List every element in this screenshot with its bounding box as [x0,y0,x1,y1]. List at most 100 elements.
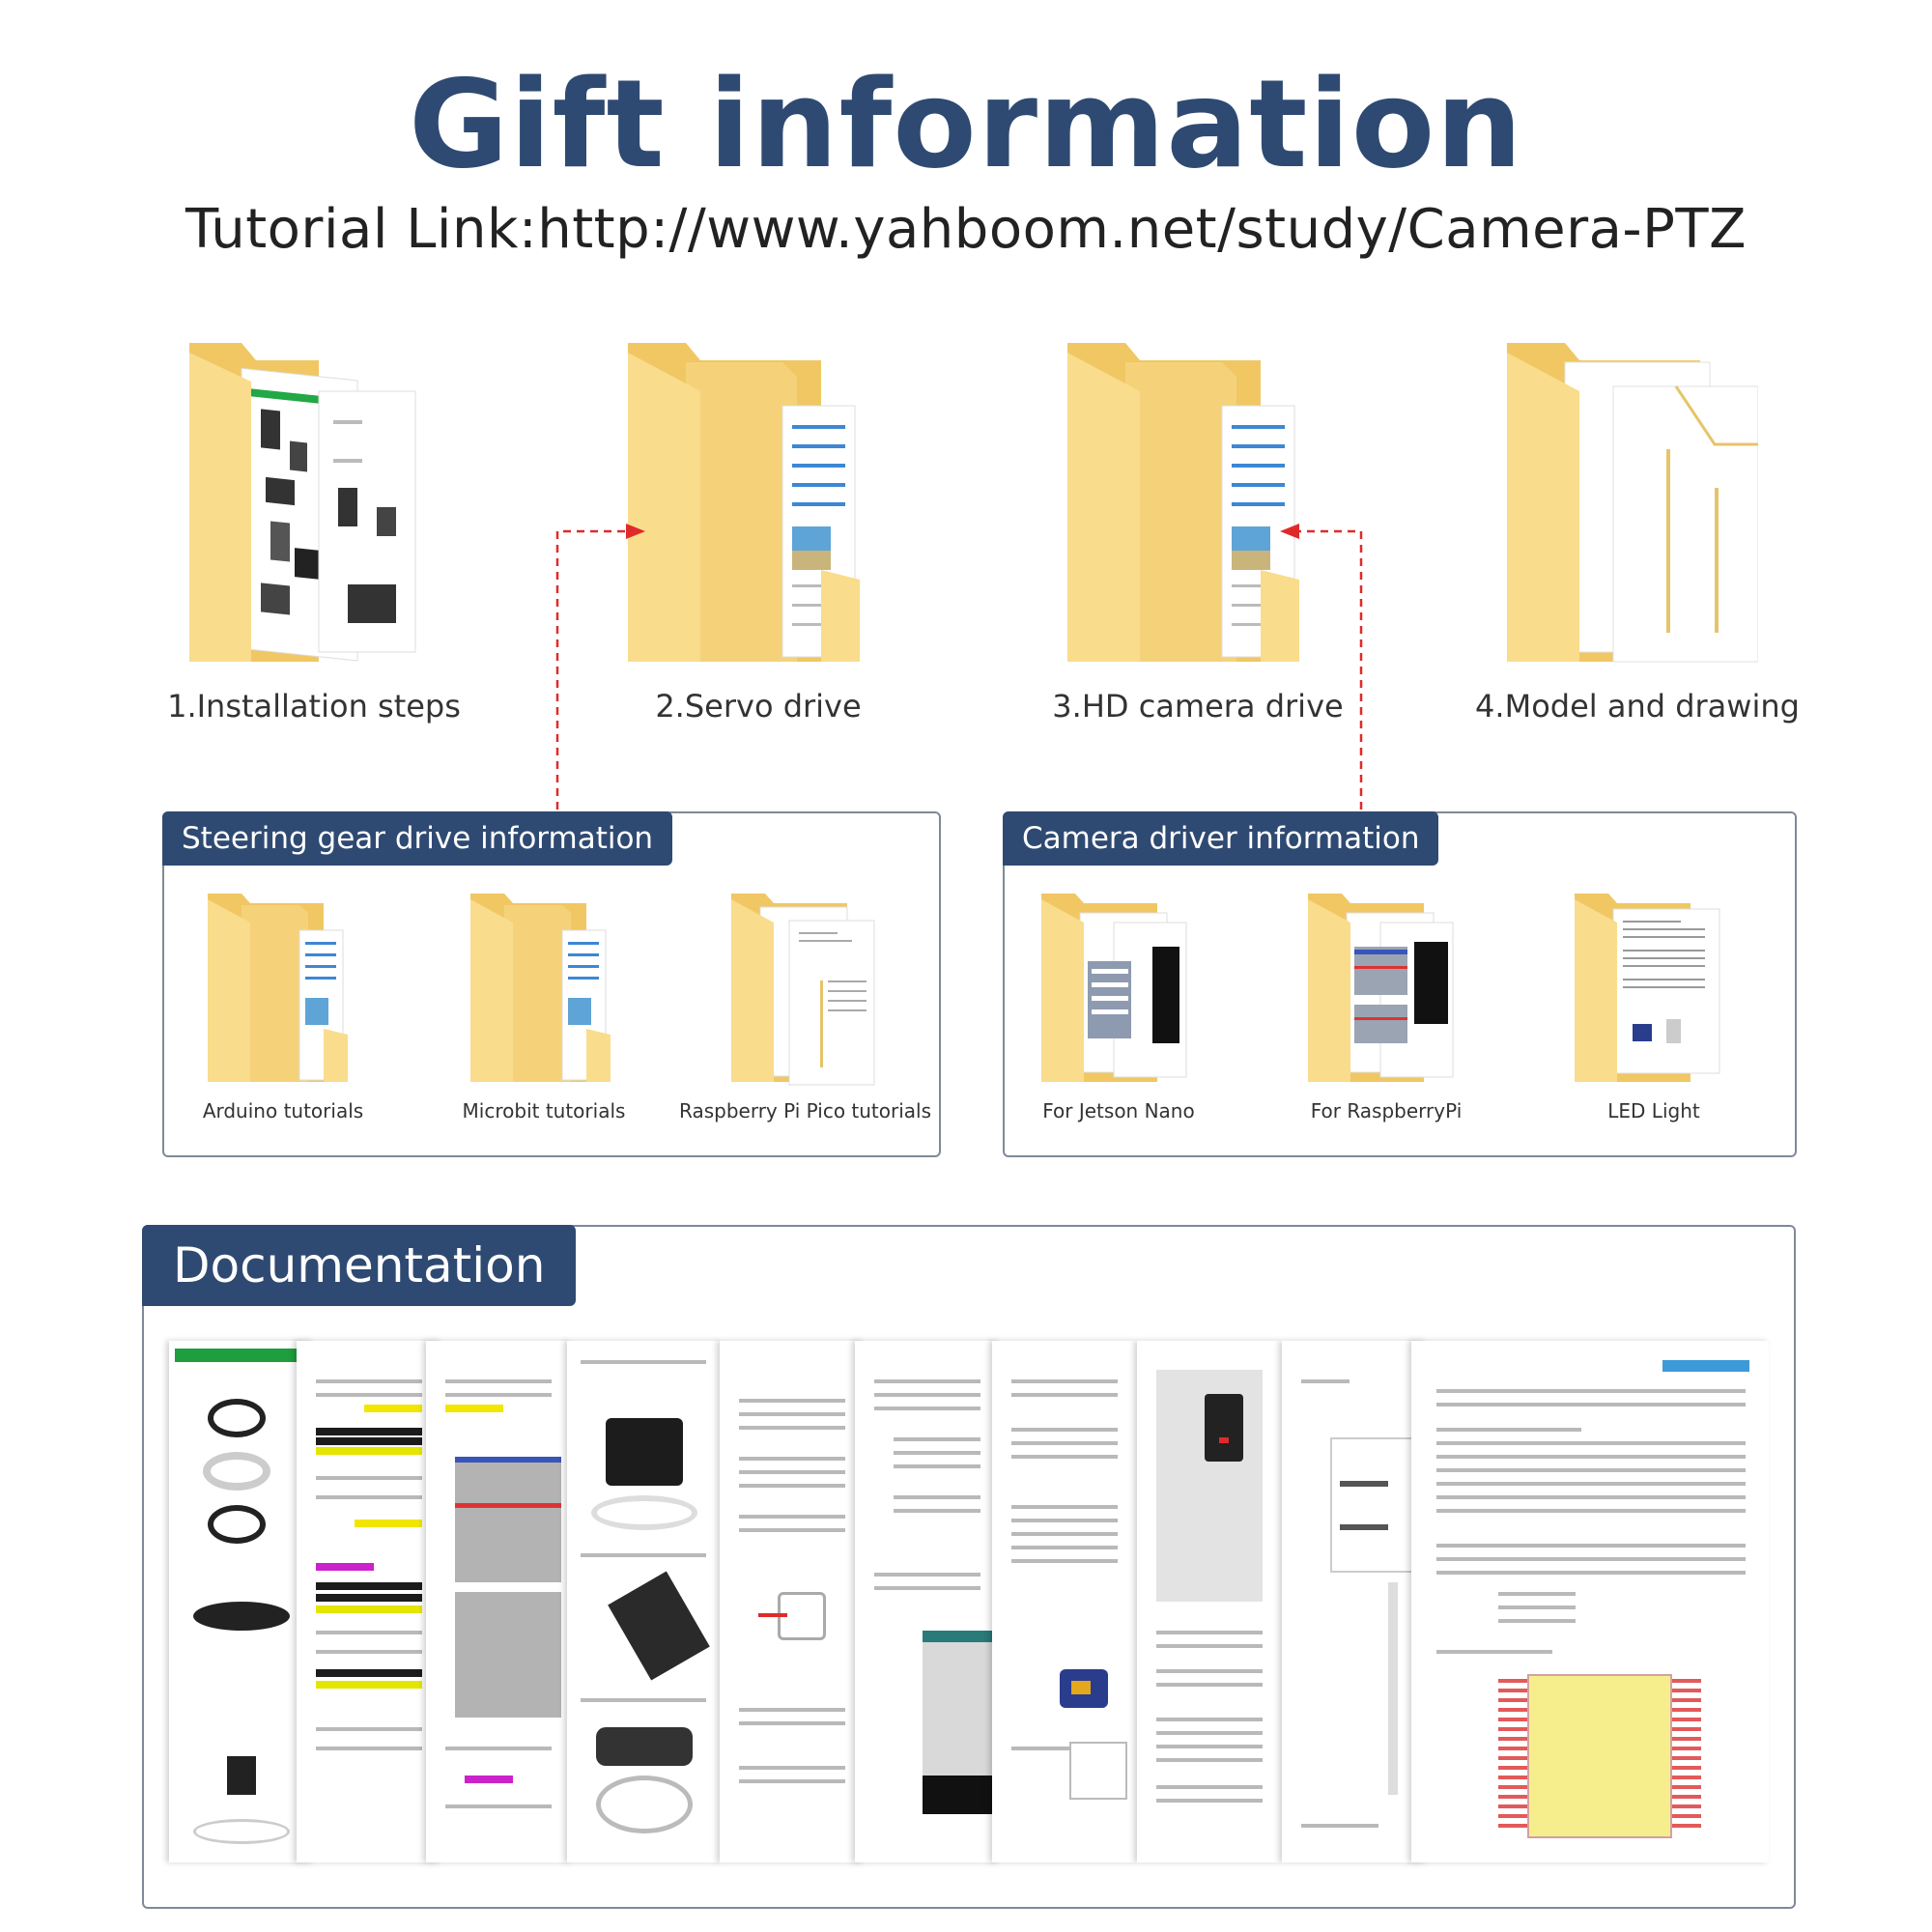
text-line [739,1399,845,1403]
text-line [1498,1605,1576,1609]
folder-with-document-icon [1067,343,1299,662]
text-line [739,1779,845,1783]
text-line [1436,1650,1552,1654]
folder-raspberry-pi-pico-tutorials[interactable] [731,894,876,1087]
text-line [1011,1747,1069,1750]
text-line [316,1393,422,1397]
tutorial-link[interactable]: Tutorial Link:http://www.yahboom.net/stu… [185,198,1747,261]
part-image [203,1452,270,1491]
part-image [193,1602,290,1631]
text-line [445,1405,503,1412]
text-line [316,1428,422,1435]
text-line [874,1586,980,1590]
text-line [316,1605,422,1613]
text-line [1436,1455,1746,1459]
text-line [874,1573,980,1577]
folder-label: 1.Installation steps [167,688,461,724]
pinout-diagram [1527,1674,1672,1838]
arrow-steering-to-servo [555,529,626,810]
text-line [739,1528,845,1532]
table-image [1069,1742,1127,1800]
text-line [894,1509,980,1513]
document-page[interactable] [1137,1341,1282,1862]
text-line [1011,1505,1118,1509]
text-line [739,1426,845,1430]
folder-with-screenshots-icon [1041,894,1187,1082]
folder-installation-steps[interactable] [184,343,435,671]
document-page[interactable] [1411,1341,1769,1862]
text-line [1156,1718,1263,1721]
folder-for-raspberrypi[interactable] [1308,894,1463,1087]
folder-model-and-drawing[interactable] [1507,343,1758,671]
part-image [208,1399,266,1437]
text-line [316,1476,422,1480]
text-line [1011,1393,1118,1397]
part-image [596,1776,693,1833]
text-line [1436,1403,1746,1406]
text-line [1011,1519,1118,1522]
text-line [465,1776,513,1783]
text-line [1436,1557,1746,1561]
document-page[interactable] [297,1341,441,1862]
text-line [1011,1455,1118,1459]
document-page[interactable] [720,1341,865,1862]
page-title: Gift information [409,53,1523,195]
text-line [1436,1482,1746,1486]
document-page[interactable] [1282,1341,1427,1862]
text-line [355,1520,422,1527]
folder-with-blank-pages-icon [1507,343,1758,663]
folder-led-light[interactable] [1575,894,1729,1087]
text-line [1436,1468,1746,1472]
folder-with-images-icon [189,343,416,662]
screenshot-image [455,1592,561,1718]
folder-with-document-icon [470,894,611,1082]
text-line [1156,1669,1263,1673]
text-line [739,1484,845,1488]
page-header-bar [175,1349,314,1362]
text-line [581,1698,706,1702]
text-line [739,1457,845,1461]
folder-for-jetson-nano[interactable] [1041,894,1196,1087]
text-line [316,1631,422,1634]
text-line [1011,1559,1118,1563]
folder-arduino-tutorials[interactable] [208,894,353,1087]
text-line [894,1495,980,1499]
text-line [316,1495,422,1499]
document-page[interactable] [567,1341,722,1862]
text-line [1011,1532,1118,1536]
text-line [445,1804,552,1808]
folder-label: 4.Model and drawing [1475,688,1800,724]
document-page[interactable] [426,1341,571,1862]
folder-microbit-tutorials[interactable] [470,894,615,1087]
text-line [1156,1683,1263,1687]
text-line [1436,1495,1746,1499]
documentation-panel: Documentation [142,1225,1796,1909]
text-line [1301,1824,1378,1828]
folder-with-pages-icon [1575,894,1720,1082]
document-page[interactable] [855,1341,1000,1862]
text-line [739,1412,845,1416]
folder-servo-drive[interactable] [628,343,879,671]
document-page[interactable] [992,1341,1137,1862]
text-line [316,1747,422,1750]
folder-label: 3.HD camera drive [1052,688,1344,724]
part-image [608,1571,710,1681]
text-line [894,1437,980,1441]
part-image [227,1756,256,1795]
text-line [1436,1571,1746,1575]
text-line [1011,1441,1118,1445]
document-page[interactable] [169,1341,314,1862]
text-line [1301,1379,1350,1383]
text-line [1156,1745,1263,1748]
folder-hd-camera-drive[interactable] [1067,343,1319,671]
text-line [874,1406,980,1410]
text-line [739,1766,845,1770]
text-line [1156,1631,1263,1634]
text-line [581,1553,706,1557]
folder-label: Arduino tutorials [202,1099,364,1122]
folder-with-pages-icon [731,894,875,1086]
text-line [894,1464,980,1468]
text-line [874,1379,980,1383]
text-line [316,1727,422,1731]
part-image [193,1819,290,1844]
